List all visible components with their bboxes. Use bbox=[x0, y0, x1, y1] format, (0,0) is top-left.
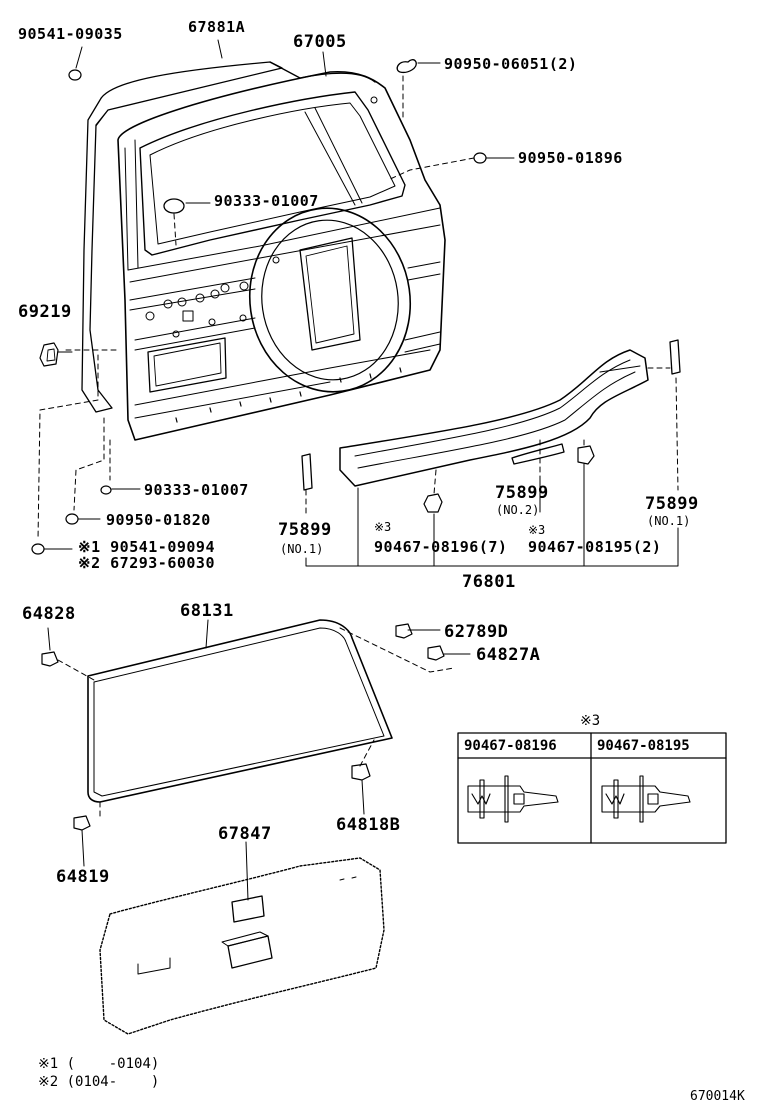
clip-table-header-08195: 90467-08195 bbox=[597, 738, 690, 754]
label-90950-06051: 90950-06051(2) bbox=[444, 55, 578, 73]
label-67881a: 67881A bbox=[188, 18, 246, 36]
label-90333-01007-lower: 90333-01007 bbox=[144, 481, 249, 499]
clip-table-mark: ※3 bbox=[580, 713, 601, 729]
label-90950-01820: 90950-01820 bbox=[106, 511, 211, 529]
leader-lines-top bbox=[37, 39, 515, 550]
figure-code: 670014K bbox=[690, 1089, 745, 1104]
label-76801: 76801 bbox=[462, 572, 516, 592]
label-90467-08195: 90467-08195(2) bbox=[528, 538, 662, 556]
clip-drawing-08196 bbox=[467, 775, 559, 823]
sublabel-no1-left: (NO.1) bbox=[280, 542, 324, 556]
label-64818b: 64818B bbox=[336, 815, 401, 835]
label-62789d: 62789D bbox=[444, 622, 509, 642]
label-90541-09094: ※1 90541-09094 bbox=[78, 538, 215, 556]
back-door-panel bbox=[81, 61, 446, 441]
label-90541-09035: 90541-09035 bbox=[18, 25, 123, 43]
label-90950-01896: 90950-01896 bbox=[518, 149, 623, 167]
service-hole-cover bbox=[99, 841, 385, 1035]
label-67293-60030: ※2 67293-60030 bbox=[78, 554, 215, 572]
label-67005: 67005 bbox=[293, 32, 347, 52]
mark3-b: ※3 bbox=[528, 523, 546, 537]
label-75899-no2: 75899 bbox=[495, 483, 549, 503]
garnish-leaders bbox=[305, 367, 679, 567]
label-75899-no1-right: 75899 bbox=[645, 494, 699, 514]
door-fasteners bbox=[31, 59, 487, 555]
rear-garnish bbox=[301, 339, 681, 513]
label-68131: 68131 bbox=[180, 601, 234, 621]
mark3-a: ※3 bbox=[374, 520, 392, 534]
label-90333-01007-upper: 90333-01007 bbox=[214, 192, 319, 210]
clip-table-header-08196: 90467-08196 bbox=[464, 738, 557, 754]
glass-leaders bbox=[47, 619, 471, 867]
label-67847: 67847 bbox=[218, 824, 272, 844]
sublabel-no1-right: (NO.1) bbox=[647, 514, 691, 528]
label-90467-08196: 90467-08196(7) bbox=[374, 538, 508, 556]
footnote-2: ※2 (0104- ) bbox=[38, 1074, 160, 1090]
label-75899-no1-left: 75899 bbox=[278, 520, 332, 540]
label-64827a: 64827A bbox=[476, 645, 541, 665]
label-69219: 69219 bbox=[18, 302, 72, 322]
clip-drawing-08195 bbox=[601, 775, 691, 823]
back-glass bbox=[41, 619, 445, 831]
label-64819: 64819 bbox=[56, 867, 110, 887]
clip-table-grid bbox=[457, 732, 727, 844]
footnote-1: ※1 ( -0104) bbox=[38, 1056, 160, 1072]
label-64828: 64828 bbox=[22, 604, 76, 624]
sublabel-no2: (NO.2) bbox=[496, 503, 540, 517]
